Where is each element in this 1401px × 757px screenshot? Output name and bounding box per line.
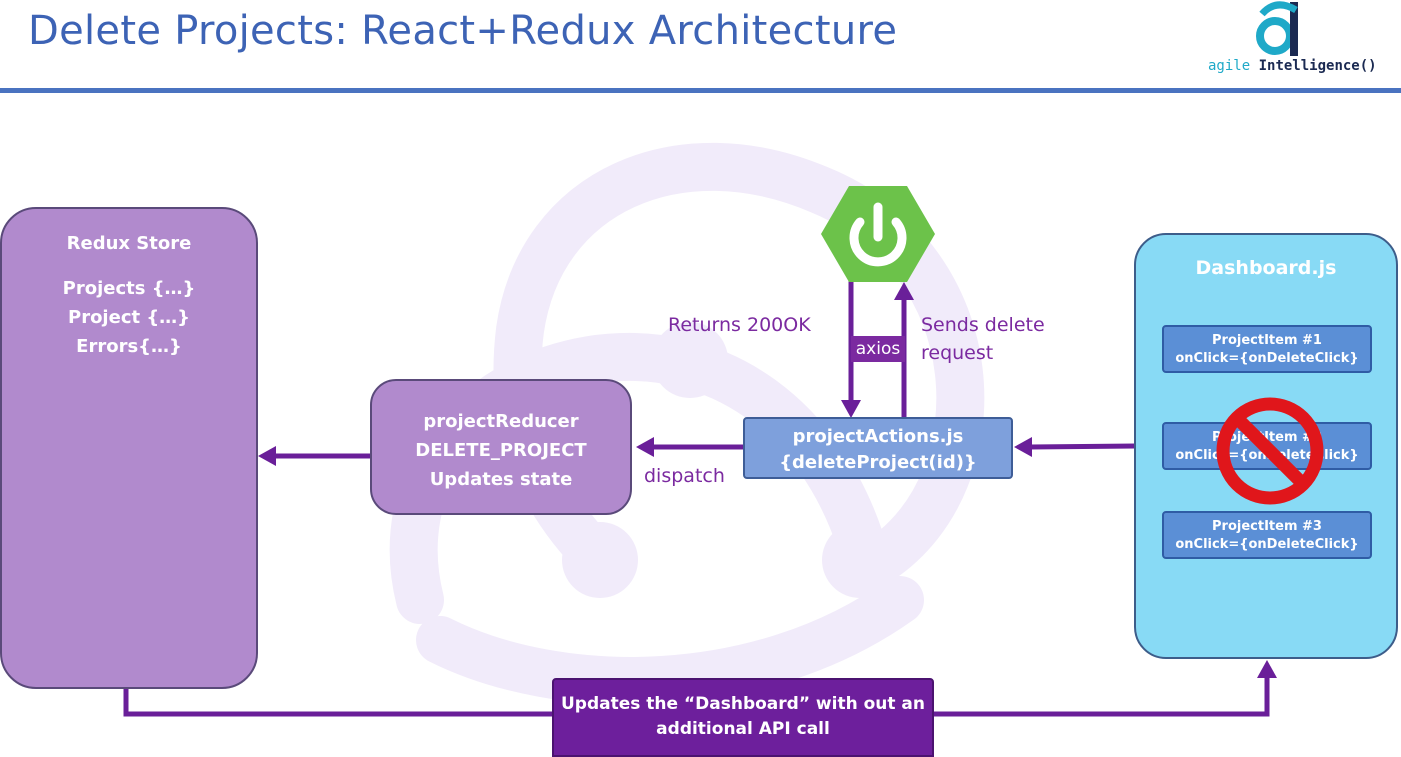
sends-request-label: Sends delete request — [921, 311, 1045, 367]
returns-label: Returns 200OK — [668, 314, 811, 336]
dashboard-title: Dashboard.js — [1195, 257, 1337, 279]
updates-dashboard-box: Updates the “Dashboard” with out an addi… — [552, 678, 934, 757]
logo-word-intelligence: Intelligence() — [1258, 58, 1377, 74]
sends-label-line-2: request — [921, 342, 994, 364]
bottom-box-line-1: Updates the “Dashboard” with out an — [560, 694, 925, 714]
bottom-box-line-2: additional API call — [656, 719, 830, 739]
actions-file: projectActions.js — [792, 426, 964, 447]
reducer-action-type: DELETE_PROJECT — [415, 440, 587, 461]
prohibited-icon — [1216, 397, 1324, 505]
arrow-dashboard-to-actions — [1029, 443, 1137, 450]
project-item-handler: onClick={onDeleteClick} — [1175, 351, 1359, 366]
project-reducer-box: projectReducer DELETE_PROJECT Updates st… — [370, 379, 632, 515]
dispatch-label: dispatch — [644, 465, 725, 487]
spring-power-icon — [821, 186, 935, 282]
project-item-handler: onClick={onDeleteClick} — [1175, 537, 1359, 552]
title-divider — [0, 88, 1401, 93]
reducer-description: Updates state — [429, 469, 573, 490]
project-actions-box: projectActions.js {deleteProject(id)} — [743, 417, 1013, 479]
sends-label-line-1: Sends delete — [921, 314, 1045, 336]
store-project: Project {…} — [68, 307, 190, 328]
logo-word-agile: agile — [1208, 58, 1251, 74]
company-logo: agile Intelligence() — [1208, 0, 1388, 80]
actions-function: {deleteProject(id)} — [779, 452, 977, 473]
project-item-3[interactable]: ProjectItem #3 onClick={onDeleteClick} — [1162, 511, 1372, 559]
store-errors: Errors{…} — [76, 336, 182, 357]
page-title: Delete Projects: React+Redux Architectur… — [28, 8, 898, 54]
project-item-name: ProjectItem #3 — [1212, 519, 1322, 534]
project-item-1[interactable]: ProjectItem #1 onClick={onDeleteClick} — [1162, 325, 1372, 373]
redux-store-box: Redux Store Projects {…} Project {…} Err… — [0, 207, 258, 689]
store-projects: Projects {…} — [62, 278, 196, 299]
reducer-name: projectReducer — [423, 411, 579, 432]
logo-a-icon — [1256, 1, 1298, 56]
project-item-name: ProjectItem #2 — [1212, 430, 1322, 445]
logo-text: agile Intelligence() — [1208, 58, 1377, 74]
redux-store-title: Redux Store — [66, 233, 192, 254]
axios-label: axios — [851, 336, 905, 362]
project-item-name: ProjectItem #1 — [1212, 333, 1322, 348]
